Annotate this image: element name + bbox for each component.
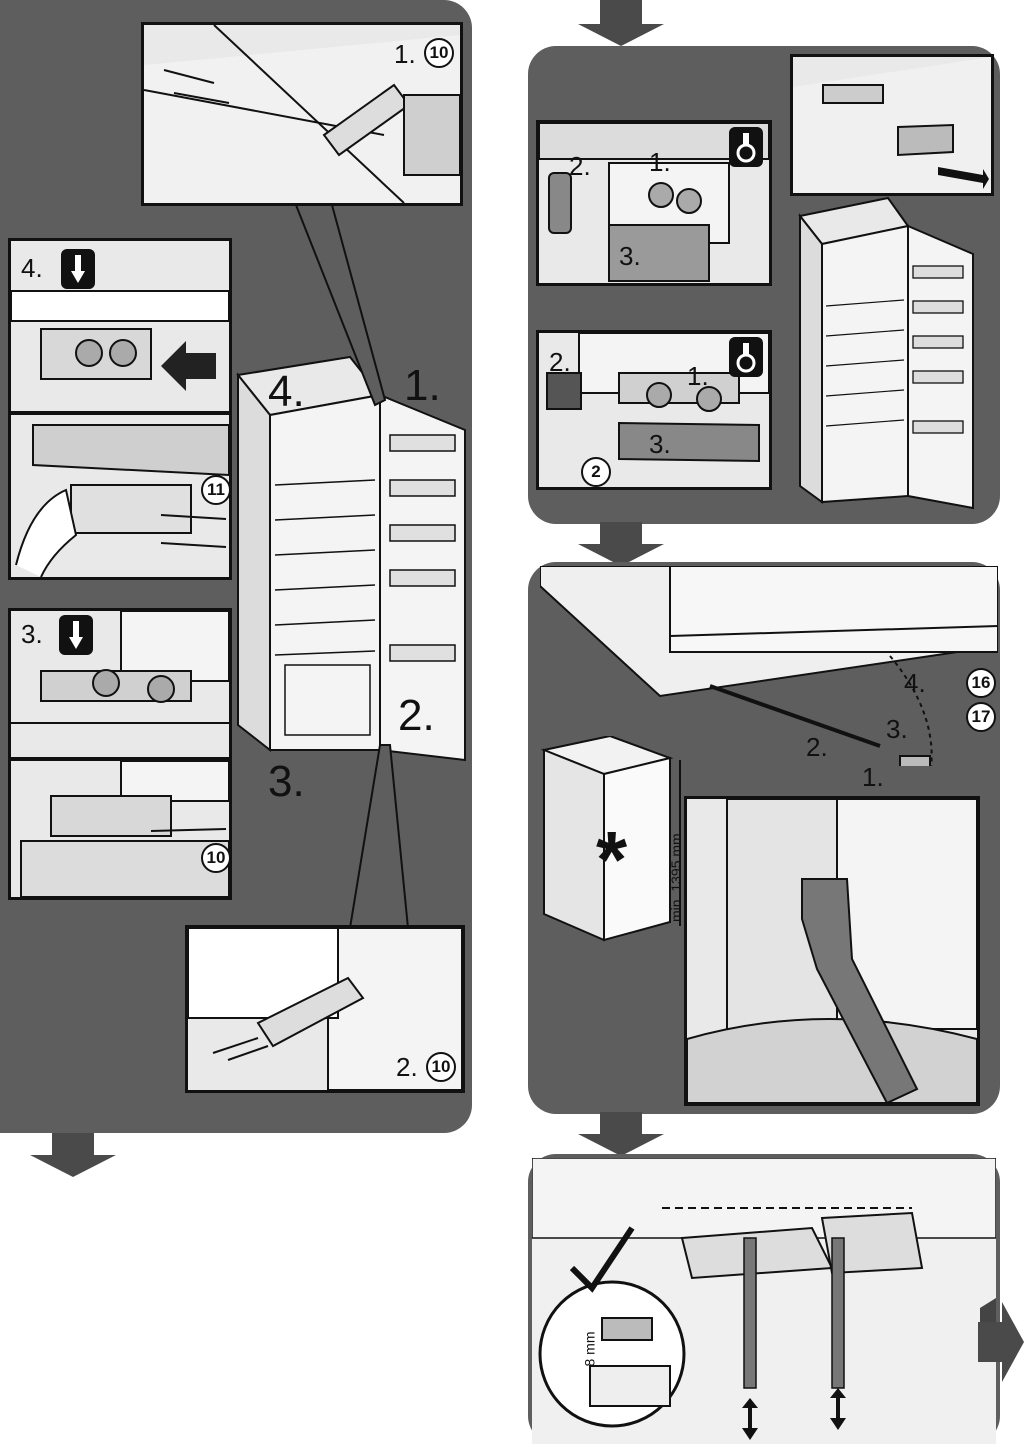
down-arrow-icon — [578, 1112, 664, 1156]
door-gap-dimension: 8 mm — [581, 1331, 598, 1367]
torx-screwdriver-icon — [729, 127, 763, 167]
torx-screwdriver-icon — [729, 337, 763, 377]
part-number-badge-11: 11 — [201, 475, 229, 505]
part-number-badge: 10 — [426, 1052, 456, 1082]
detail-door-alignment: 8 mm — [532, 1158, 996, 1444]
down-arrow-icon — [578, 522, 664, 566]
part-number-badge: 10 — [424, 38, 454, 68]
part-number-badge-17: 17 — [966, 702, 996, 732]
down-arrow-icon — [30, 1133, 116, 1177]
down-arrow-icon — [578, 0, 664, 46]
part-number-badge-16: 16 — [966, 668, 996, 698]
lower-step-3: 3. — [649, 429, 671, 459]
detail-top-right-shelf — [790, 54, 994, 196]
mid-step-4: 4. — [904, 668, 926, 698]
detail-bottom-step: 2. — [396, 1052, 418, 1082]
detail-hinge-cover-upper: 1. 2. 3. — [536, 120, 772, 286]
upper-step-1: 1. — [649, 147, 671, 177]
main-step-label-1: 1. — [404, 361, 441, 410]
callout-lines-left — [294, 204, 410, 929]
mid-step-1: 1. — [862, 762, 884, 792]
part-number-badge-10: 10 — [201, 843, 229, 873]
part-number-badge-2: 2 — [581, 457, 611, 487]
detail-step-3: 3. — [21, 619, 43, 649]
niche-height-dimension: min. 1395 mm — [668, 833, 684, 922]
screwdriver-icon — [61, 249, 95, 289]
mid-step-2: 2. — [806, 732, 828, 762]
asterisk-mark: * — [596, 815, 628, 904]
main-step-label-4: 4. — [268, 367, 305, 416]
detail-top-step: 1. — [394, 39, 416, 69]
fridge-base-illustration — [540, 566, 998, 766]
upper-step-3: 3. — [619, 241, 641, 271]
fridge-niche-illustration — [540, 736, 681, 942]
detail-hinge-cover-lower: 1. 2. 3. 2 — [536, 330, 772, 490]
detail-hinge-bottom-left: 3. — [8, 608, 232, 760]
detail-hinge-top-left: 4. — [8, 238, 232, 414]
upper-step-2: 2. — [569, 151, 591, 181]
detail-screws-mounting: 11 — [8, 412, 232, 580]
detail-plinth-tool — [684, 796, 980, 1106]
lower-step-2: 2. — [549, 347, 571, 377]
screwdriver-icon — [59, 615, 93, 655]
detail-bottom-hinge: 2. 10 — [185, 925, 465, 1093]
lower-step-1: 1. — [687, 361, 709, 391]
detail-bottom-screw: 10 — [8, 758, 232, 900]
fridge-open-door-illustration — [798, 196, 974, 510]
detail-step-4: 4. — [21, 253, 43, 283]
mid-step-3: 3. — [886, 714, 908, 744]
detail-top-hinge: 1. 10 — [141, 22, 463, 206]
main-step-label-2: 2. — [398, 691, 435, 740]
main-step-label-3: 3. — [268, 757, 305, 806]
right-arrow-icon — [978, 1302, 1024, 1382]
